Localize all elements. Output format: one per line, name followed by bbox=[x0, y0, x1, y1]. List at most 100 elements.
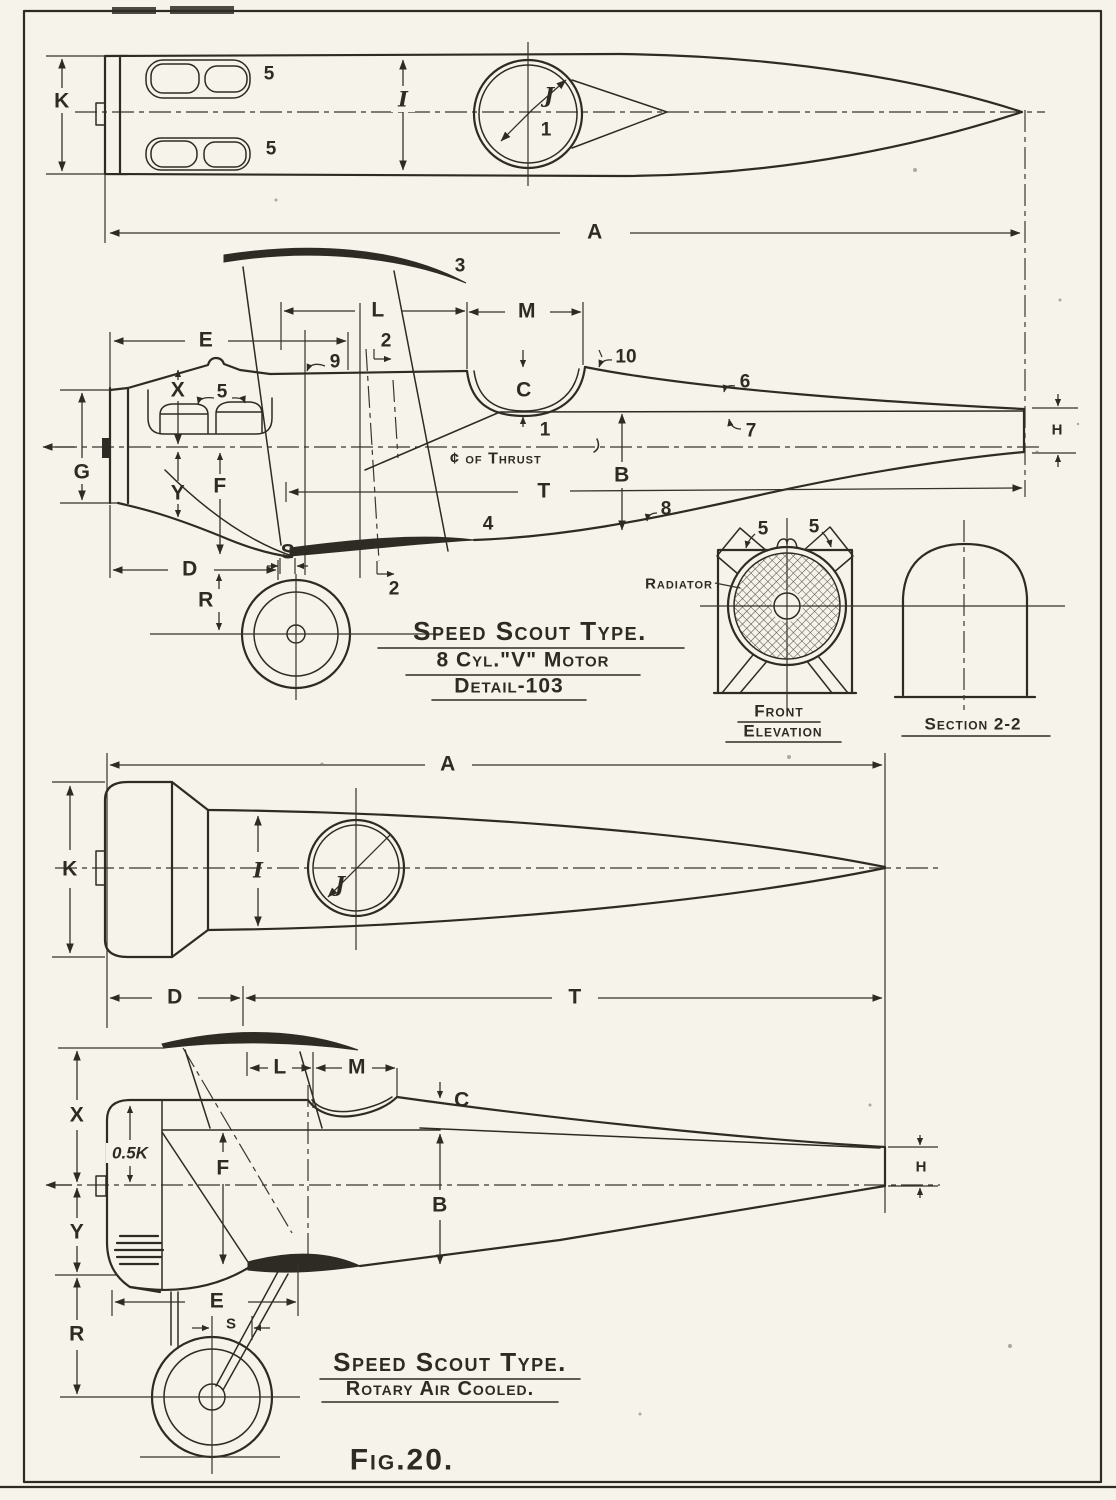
nose-bottom bbox=[116, 501, 294, 559]
section-outline bbox=[893, 542, 1037, 699]
dim-label-s: S bbox=[226, 1316, 236, 1333]
dim-label-m: M bbox=[348, 1056, 366, 1079]
longeron-line-7 bbox=[364, 410, 1025, 471]
cut-label: 2 bbox=[381, 331, 392, 352]
front-elevation: 5 5 Radiator Front Elevation bbox=[645, 517, 1065, 743]
title-line-3: Detail-103 bbox=[454, 675, 563, 698]
dim-label-h: H bbox=[916, 1159, 927, 1176]
dim-label-f: F bbox=[213, 475, 226, 498]
engine-slot bbox=[203, 141, 247, 168]
construction-verticals bbox=[304, 303, 361, 578]
plan-view-rotary: J K I A D T bbox=[52, 753, 940, 1213]
plan-view-v8: 5 5 J 1 K I A bbox=[46, 42, 1045, 497]
tick bbox=[598, 349, 603, 358]
speck bbox=[1058, 298, 1062, 302]
border-rect bbox=[22, 9, 1103, 1484]
dim-arrow bbox=[569, 484, 1023, 492]
title-line-2: 8 Cyl."V" Motor bbox=[437, 649, 610, 672]
caption-section: Section 2-2 bbox=[925, 715, 1022, 734]
dim-label-k: K bbox=[54, 90, 70, 113]
speck bbox=[320, 762, 324, 766]
dim-label-r: R bbox=[69, 1323, 85, 1346]
cockpit-label: J bbox=[540, 83, 556, 108]
fuselage-plan-sides bbox=[206, 808, 887, 932]
cowl-curve bbox=[164, 469, 293, 557]
dim-label-a: A bbox=[587, 221, 603, 244]
dim-label-c: C bbox=[516, 379, 532, 402]
dim-label-g: G bbox=[74, 461, 91, 484]
caption-elevation: Elevation bbox=[743, 722, 822, 741]
leader bbox=[722, 384, 736, 393]
title-line-1: Speed Scout Type. bbox=[413, 616, 647, 646]
part-label: 4 bbox=[483, 514, 494, 535]
slot-envelope bbox=[145, 59, 251, 99]
extension-lines bbox=[55, 1047, 165, 1276]
dim-label-c: C bbox=[454, 1089, 470, 1112]
part-label: 3 bbox=[455, 256, 466, 277]
slot-envelope bbox=[145, 137, 251, 171]
prop-shaft-tab bbox=[95, 1175, 107, 1197]
extension-lines bbox=[246, 1052, 398, 1108]
diameter-arrow bbox=[327, 833, 392, 898]
leader bbox=[644, 512, 658, 522]
nose-bottom bbox=[128, 1266, 250, 1292]
extension-lines bbox=[109, 332, 349, 388]
part-label: 5 bbox=[809, 517, 820, 538]
cylinder-bump bbox=[159, 403, 209, 434]
turtledeck-line-6 bbox=[583, 365, 1026, 454]
longeron-line bbox=[419, 1127, 881, 1149]
dim-label-i: I bbox=[397, 87, 409, 112]
cowl-plan bbox=[103, 780, 174, 959]
part-label: 1 bbox=[541, 120, 552, 141]
figure-caption: Fig.20. bbox=[350, 1444, 455, 1477]
part-label: 6 bbox=[740, 372, 751, 393]
part-label: 5 bbox=[264, 64, 275, 85]
prop-shaft-tab bbox=[95, 850, 106, 886]
extension-lines bbox=[52, 781, 105, 958]
title-line-1: Speed Scout Type. bbox=[333, 1347, 567, 1377]
dim-label-m: M bbox=[518, 300, 536, 323]
fuselage-outline bbox=[103, 52, 1024, 178]
brace-line bbox=[161, 1131, 249, 1263]
extension-verticals bbox=[106, 753, 886, 1213]
part-label: 7 bbox=[746, 421, 757, 442]
dim-label-s: S bbox=[281, 541, 296, 564]
support-legs bbox=[721, 649, 849, 694]
dim-label-e: E bbox=[199, 329, 214, 352]
leader bbox=[598, 359, 613, 368]
leader bbox=[744, 533, 756, 549]
part-label: 5 bbox=[217, 382, 228, 403]
leader bbox=[727, 418, 742, 430]
side-view-rotary: L M C 0.5K X Y R bbox=[45, 1032, 940, 1474]
label-backing bbox=[106, 1143, 154, 1163]
section-2-2: Section 2-2 bbox=[893, 520, 1051, 737]
prop-shaft-tab bbox=[95, 102, 106, 126]
fairing-taper-lines bbox=[571, 79, 668, 149]
speck bbox=[1008, 1344, 1012, 1348]
extension-lines bbox=[280, 302, 584, 369]
lower-longeron bbox=[358, 1184, 887, 1268]
ticks bbox=[888, 1146, 938, 1187]
extension-lines bbox=[46, 55, 106, 243]
cowl-outline bbox=[105, 1098, 162, 1294]
caption-front: Front bbox=[754, 702, 803, 721]
dim-label-t: T bbox=[537, 480, 550, 503]
dim-label-e: E bbox=[210, 1290, 225, 1313]
centerlines bbox=[700, 518, 1065, 712]
dim-label-l: L bbox=[371, 299, 384, 322]
extension-lines bbox=[60, 389, 118, 504]
sheet-frame bbox=[0, 6, 1116, 1489]
engine-slot bbox=[204, 65, 248, 93]
dim-label-y: Y bbox=[70, 1221, 85, 1244]
cockpit-coaming-inner bbox=[473, 368, 580, 412]
dim-label-r: R bbox=[198, 589, 214, 612]
side-view-v8: 3 5 9 E L M bbox=[42, 247, 1078, 700]
dim-label-k: K bbox=[62, 858, 78, 881]
dim-label-d: D bbox=[167, 986, 183, 1009]
speck bbox=[1035, 450, 1039, 454]
part-label: 8 bbox=[661, 499, 672, 520]
part-label: 9 bbox=[330, 352, 341, 373]
title-block-v8: Speed Scout Type. 8 Cyl."V" Motor Detail… bbox=[377, 616, 685, 701]
speck bbox=[274, 198, 278, 202]
